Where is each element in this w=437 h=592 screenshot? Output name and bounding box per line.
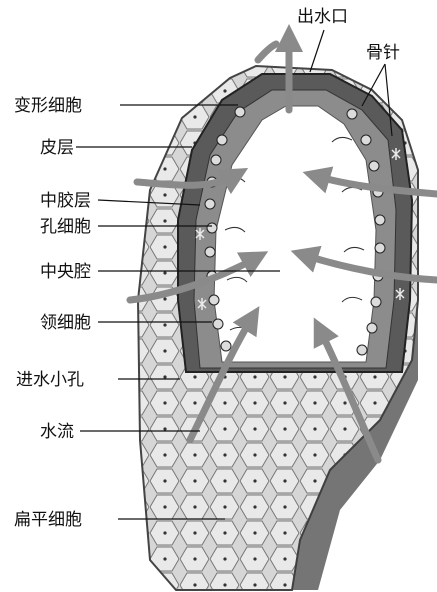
label-ostium: 进水小孔 <box>16 370 84 390</box>
label-pinacocyte: 扁平细胞 <box>14 510 82 530</box>
leader-outlet <box>310 30 324 72</box>
label-outlet: 出水口 <box>297 7 348 27</box>
label-porocyte: 孔细胞 <box>40 217 91 237</box>
label-water-flow: 水流 <box>40 422 74 442</box>
label-cortex: 皮层 <box>40 138 74 158</box>
label-mesohyl: 中胶层 <box>40 191 91 211</box>
label-amoebocyte: 变形细胞 <box>14 96 82 116</box>
label-choanocyte: 领细胞 <box>40 313 91 333</box>
label-spicule: 骨针 <box>366 43 400 63</box>
label-spongocoel: 中央腔 <box>40 262 91 282</box>
